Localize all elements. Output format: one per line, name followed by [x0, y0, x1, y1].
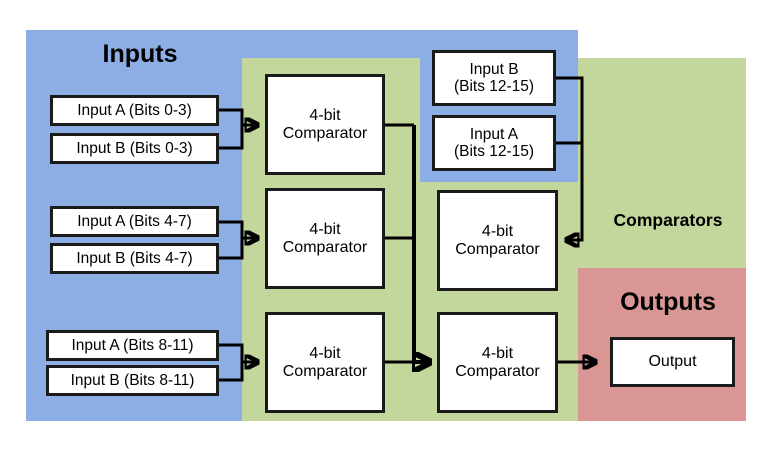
- input-node-b47[interactable]: Input B (Bits 4-7): [50, 243, 219, 274]
- region-title-outputs: Outputs: [620, 288, 716, 316]
- input-node-b03[interactable]: Input B (Bits 0-3): [50, 133, 219, 164]
- comparator-node-c3[interactable]: 4-bit Comparator: [265, 312, 385, 413]
- region-title-inputs: Inputs: [102, 40, 178, 68]
- input-node-a1215[interactable]: Input A (Bits 12-15): [432, 115, 556, 171]
- input-node-a811[interactable]: Input A (Bits 8-11): [46, 330, 219, 361]
- input-node-a47[interactable]: Input A (Bits 4-7): [50, 206, 219, 237]
- comparator-node-c5[interactable]: 4-bit Comparator: [437, 312, 558, 413]
- output-node[interactable]: Output: [610, 337, 735, 387]
- input-node-b1215[interactable]: Input B (Bits 12-15): [432, 50, 556, 106]
- region-title-comparators: Comparators: [613, 210, 723, 230]
- comparator-node-c4[interactable]: 4-bit Comparator: [437, 190, 558, 291]
- comparator-node-c2[interactable]: 4-bit Comparator: [265, 188, 385, 289]
- input-node-b811[interactable]: Input B (Bits 8-11): [46, 365, 219, 396]
- comparator-node-c1[interactable]: 4-bit Comparator: [265, 74, 385, 175]
- input-node-a03[interactable]: Input A (Bits 0-3): [50, 95, 219, 126]
- region-comparators-background-right: [578, 182, 746, 268]
